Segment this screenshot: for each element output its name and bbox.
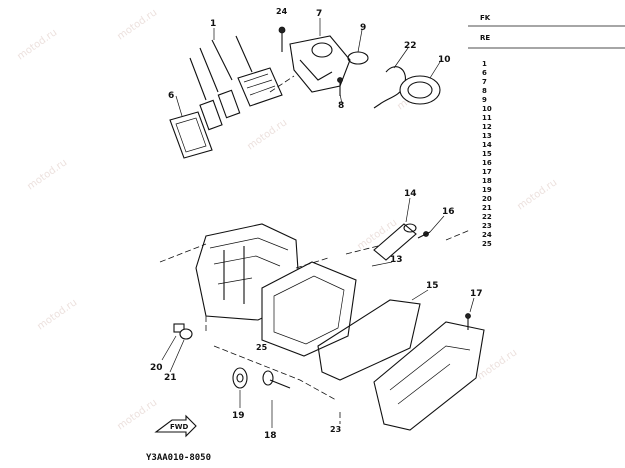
- table-row: 13: [482, 132, 492, 140]
- table-row: 25: [482, 240, 492, 248]
- air-filter-cover: [373, 321, 485, 431]
- alignment-dashed-lines: [159, 75, 471, 424]
- callout-15: 15: [426, 281, 439, 291]
- callout-7: 7: [316, 9, 322, 19]
- table-row: 6: [482, 69, 487, 77]
- callout-22: 22: [404, 41, 417, 51]
- gasket-6: [169, 111, 213, 159]
- table-header-1: FK: [480, 14, 491, 22]
- watermark-text: motod.ru: [15, 27, 59, 62]
- filter-element: [261, 261, 357, 357]
- table-row: 11: [482, 114, 492, 122]
- bolt-18: [262, 370, 291, 389]
- screw-8: [337, 77, 343, 96]
- table-row: 23: [482, 222, 492, 230]
- callout-8: 8: [338, 101, 344, 111]
- parts-table-fragment: FK RE 1 6 7 8 9 10 11 12 13 14 15 16 17 …: [468, 14, 625, 248]
- callout-23: 23: [330, 425, 341, 434]
- table-row: 15: [482, 150, 492, 158]
- callout-25: 25: [256, 343, 268, 352]
- screw-16: [417, 231, 431, 239]
- hose-clamp: [347, 51, 369, 65]
- front-direction-arrow: FWD: [154, 414, 197, 438]
- table-header-2: RE: [480, 34, 490, 42]
- table-row: 22: [482, 213, 492, 221]
- table-row: 20: [482, 195, 492, 203]
- leader-lines: [161, 18, 475, 428]
- callout-19: 19: [232, 411, 245, 421]
- callout-21: 21: [164, 373, 177, 383]
- callout-17: 17: [470, 289, 483, 299]
- callout-20: 20: [150, 363, 163, 373]
- watermark-text: motod.ru: [25, 157, 69, 192]
- screw-17: [465, 313, 471, 330]
- table-row: 1: [482, 60, 487, 68]
- callout-1: 1: [210, 19, 216, 29]
- callout-10: 10: [438, 55, 451, 65]
- intake-joint: [399, 75, 441, 105]
- table-row: 7: [482, 78, 487, 86]
- callout-18: 18: [264, 431, 277, 441]
- part-code: Y3AA010-8050: [146, 453, 211, 463]
- table-row: 21: [482, 204, 492, 212]
- watermark-text: motod.ru: [515, 177, 559, 212]
- fwd-label: FWD: [170, 423, 189, 431]
- table-row: 18: [482, 177, 492, 185]
- callout-labels: 1 24 7 9 22 10 6 8 14 16 13 15 17 25 20 …: [150, 7, 483, 441]
- table-row: 19: [482, 186, 492, 194]
- collar-21: [179, 328, 193, 340]
- washer-19: [232, 367, 248, 389]
- intake-manifold: [289, 35, 351, 93]
- table-row: 17: [482, 168, 492, 176]
- callout-24: 24: [276, 7, 288, 16]
- cover-gasket: [317, 299, 421, 381]
- watermark-text: motod.ru: [475, 347, 519, 382]
- table-row: 24: [482, 231, 492, 239]
- table-row: 8: [482, 87, 487, 95]
- intake-duct: [373, 223, 417, 261]
- grommet-20: [173, 323, 185, 333]
- table-row: 10: [482, 105, 492, 113]
- callout-14: 14: [404, 189, 417, 199]
- watermark-text: motod.ru: [245, 117, 289, 152]
- reed-valve-assembly: [189, 35, 283, 131]
- table-row: 14: [482, 141, 492, 149]
- table-row: 9: [482, 96, 487, 104]
- callout-13: 13: [390, 255, 403, 265]
- callout-6: 6: [168, 91, 174, 101]
- callout-16: 16: [442, 207, 455, 217]
- watermark-text: motod.ru: [115, 7, 159, 42]
- bolt-24: [278, 26, 286, 52]
- watermark-text: motod.ru: [35, 297, 79, 332]
- watermark-text: motod.ru: [115, 397, 159, 432]
- callout-9: 9: [360, 23, 366, 33]
- table-row: 16: [482, 159, 492, 167]
- table-row: 12: [482, 123, 492, 131]
